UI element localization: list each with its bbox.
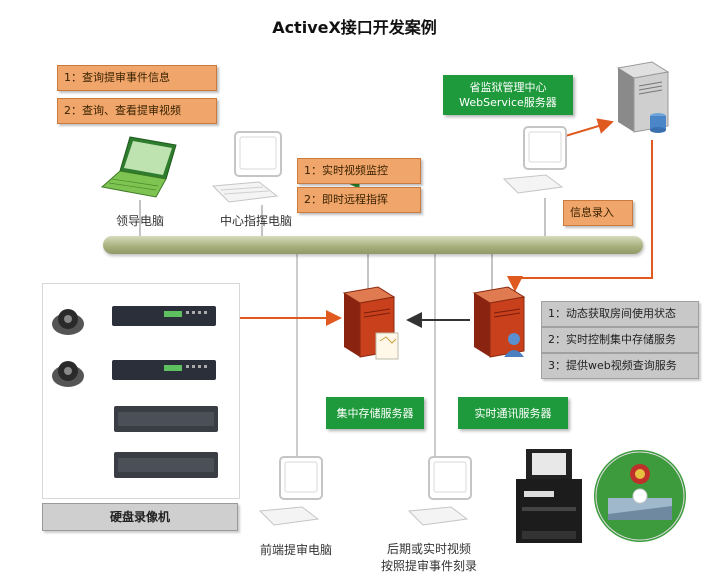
storage-server-label: 集中存储服务器 [326, 397, 424, 429]
leader-pc-label: 领导电脑 [115, 214, 164, 228]
dome-camera-icon [52, 309, 84, 335]
arrow-server-to-comm [507, 140, 653, 292]
left-list-item-1: 1：查询提审事件信息 [57, 65, 217, 91]
center-list-item-1: 1：实时视频监控 [297, 158, 421, 184]
dvr-unit-icon [112, 306, 216, 326]
disc-burner-icon [516, 449, 582, 543]
burn-pc-label: 后期或实时视频 按照提审事件刻录 [380, 542, 477, 573]
burn-pc-icon [407, 456, 472, 526]
dome-camera-icon [52, 361, 84, 387]
command-pc-icon [211, 131, 282, 203]
dvr-unit-icon [114, 406, 218, 432]
comm-feature-2: 2：实时控制集中存储服务 [541, 327, 699, 353]
laptop-icon [100, 136, 177, 198]
comm-feature-3: 3：提供web视频查询服务 [541, 353, 699, 379]
comm-server-label: 实时通讯服务器 [458, 397, 568, 429]
comm-feature-1: 1：动态获取房间使用状态 [541, 301, 699, 327]
network-bus [103, 236, 643, 254]
info-entry-pc-icon [502, 126, 567, 194]
storage-server-icon [342, 286, 399, 360]
dvr-unit-icon [114, 452, 218, 478]
dvr-unit-icon [112, 360, 216, 380]
comm-server-icon [472, 286, 526, 358]
command-pc-label: 中心指挥电脑 [219, 214, 292, 228]
front-pc-icon [258, 456, 323, 526]
front-pc-label: 前端提审电脑 [259, 543, 332, 557]
page-title: ActiveX接口开发案例 [272, 18, 437, 37]
provincial-server-icon [616, 61, 670, 133]
info-entry-label: 信息录入 [563, 200, 633, 226]
dvr-label: 硬盘录像机 [42, 503, 238, 531]
left-list-item-2: 2：查询、查看提审视频 [57, 98, 217, 124]
cd-disc-icon [594, 450, 686, 542]
provincial-server-label: 省监狱管理中心 WebService服务器 [443, 75, 573, 115]
center-list-item-2: 2：即时远程指挥 [297, 187, 421, 213]
